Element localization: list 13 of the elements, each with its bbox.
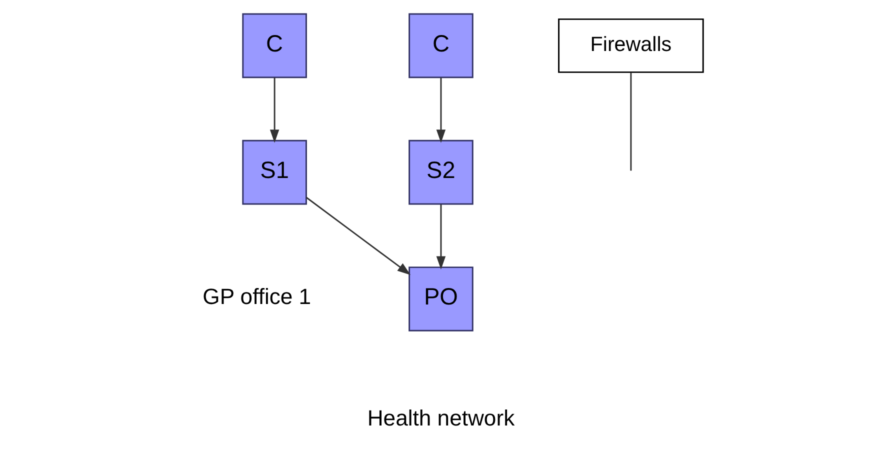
label: GP office 1 <box>202 284 312 310</box>
node-box: C <box>408 13 474 78</box>
label: Health network <box>367 406 515 431</box>
node-box: S1 <box>242 140 307 205</box>
node-box: Firewalls <box>558 18 704 73</box>
node-box: C <box>242 13 307 78</box>
node-box: PO <box>408 266 474 332</box>
arrow <box>436 78 446 143</box>
arrow <box>436 204 446 270</box>
arrow <box>306 196 411 275</box>
arrow <box>270 78 280 143</box>
connector <box>630 72 632 171</box>
node-box: S2 <box>408 140 474 205</box>
